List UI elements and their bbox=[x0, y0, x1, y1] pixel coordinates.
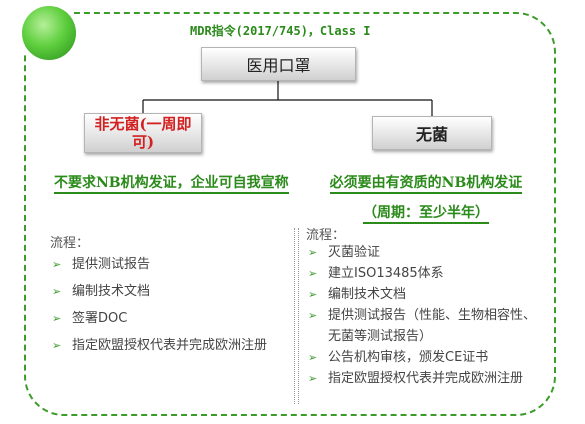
list-item: ➢ 建立ISO13485体系 bbox=[306, 263, 536, 284]
list-item: ➢ 灭菌验证 bbox=[306, 242, 536, 263]
step-text: 公告机构审核，颁发CE证书 bbox=[328, 350, 489, 365]
diagram-title: MDR指令(2017/745)，Class I bbox=[190, 24, 371, 38]
non-sterile-node: 非无菌(一周即可) bbox=[84, 113, 202, 153]
left-flow-label: 流程： bbox=[50, 236, 90, 251]
sterile-node: 无菌 bbox=[372, 116, 492, 150]
root-label: 医用口罩 bbox=[246, 56, 311, 75]
step-text: 灭菌验证 bbox=[328, 245, 381, 260]
step-text: 指定欧盟授权代表并完成欧洲注册 bbox=[328, 371, 524, 386]
dashed-frame bbox=[24, 12, 556, 416]
step-text: 指定欧盟授权代表并完成欧洲注册 bbox=[72, 338, 268, 353]
right-flow-label: 流程： bbox=[306, 228, 346, 243]
list-item: ➢ 签署DOC bbox=[50, 308, 280, 329]
arrow-bullet-icon: ➢ bbox=[308, 372, 318, 385]
list-item: ➢ 编制技术文档 bbox=[306, 284, 536, 305]
step-text: 提供测试报告（性能、生物相容性、无菌等测试报告） bbox=[328, 308, 537, 344]
list-item: ➢ 提供测试报告 bbox=[50, 254, 280, 275]
arrow-bullet-icon: ➢ bbox=[52, 285, 62, 298]
right-steps-list: ➢ 灭菌验证 ➢ 建立ISO13485体系 ➢ 编制技术文档 ➢ 提供测试报告（性能、生… bbox=[306, 242, 536, 389]
arrow-bullet-icon: ➢ bbox=[308, 246, 318, 259]
left-heading-text: 不要求NB机构发证，企业可自我宣称 bbox=[54, 175, 289, 194]
right-heading-text: 必须要由有资质的NB机构发证 bbox=[329, 175, 523, 194]
list-item: ➢ 指定欧盟授权代表并完成欧洲注册 bbox=[306, 368, 536, 389]
left-steps-list: ➢ 提供测试报告 ➢ 编制技术文档 ➢ 签署DOC ➢ 指定欧盟授权代表并完成欧洲注册 bbox=[50, 254, 280, 362]
right-heading: 必须要由有资质的NB机构发证 （周期：至少半年） bbox=[306, 168, 546, 228]
step-text: 提供测试报告 bbox=[72, 257, 151, 272]
divider-right bbox=[298, 228, 299, 404]
arrow-bullet-icon: ➢ bbox=[52, 258, 62, 271]
non-sterile-label: 非无菌(一周即可) bbox=[94, 115, 192, 151]
arrow-bullet-icon: ➢ bbox=[308, 288, 318, 301]
right-subheading-text: （周期：至少半年） bbox=[363, 205, 489, 224]
list-item: ➢ 公告机构审核，颁发CE证书 bbox=[306, 347, 536, 368]
arrow-bullet-icon: ➢ bbox=[52, 339, 62, 352]
green-circle-icon bbox=[22, 6, 76, 60]
arrow-bullet-icon: ➢ bbox=[52, 312, 62, 325]
divider-left bbox=[294, 228, 295, 404]
step-text: 编制技术文档 bbox=[328, 287, 407, 302]
arrow-bullet-icon: ➢ bbox=[308, 267, 318, 280]
step-text: 编制技术文档 bbox=[72, 284, 151, 299]
list-item: ➢ 编制技术文档 bbox=[50, 281, 280, 302]
step-text: 签署DOC bbox=[72, 311, 128, 326]
left-heading: 不要求NB机构发证，企业可自我宣称 bbox=[54, 168, 289, 198]
arrow-bullet-icon: ➢ bbox=[308, 351, 318, 364]
arrow-bullet-icon: ➢ bbox=[308, 309, 318, 322]
root-node: 医用口罩 bbox=[201, 47, 356, 81]
list-item: ➢ 指定欧盟授权代表并完成欧洲注册 bbox=[50, 335, 280, 356]
step-text: 建立ISO13485体系 bbox=[328, 266, 444, 281]
sterile-label: 无菌 bbox=[415, 125, 448, 144]
list-item: ➢ 提供测试报告（性能、生物相容性、无菌等测试报告） bbox=[306, 305, 536, 347]
